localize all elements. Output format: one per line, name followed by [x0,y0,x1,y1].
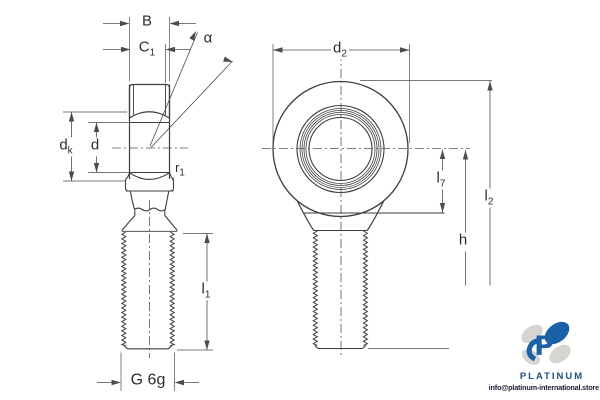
arrowhead [439,203,446,213]
label-d2: d2 [331,39,349,60]
arrowhead [174,379,184,386]
thread-edges-left-view [120,231,176,346]
platinum-logo-icon: P [521,321,571,365]
arrowhead [93,122,100,132]
label-d: d [88,137,102,157]
label-l7: l7 [434,169,448,190]
arrowhead [120,20,130,27]
dimension-arrows [68,20,493,386]
label-l1: l1 [199,280,213,301]
label-l2: l2 [482,187,496,208]
arrowhead [68,112,75,122]
arrowhead [204,340,210,350]
label-C1: C1 [136,38,158,59]
label-dk: dk [57,136,75,157]
arrowhead [204,233,210,243]
arrowhead [93,163,100,173]
extension-lines [63,17,492,391]
alpha-angle-lines [149,32,233,148]
dimension-lines [71,23,491,383]
arrowhead [169,20,179,27]
arrowhead [439,149,446,159]
arrowhead [121,46,131,53]
label-B: B [139,13,155,33]
label-G6g: G 6g [128,372,168,392]
svg-text:P: P [534,331,554,362]
arrowhead [223,56,233,62]
arrowhead [111,379,121,386]
left-view-side-section [120,83,178,350]
arrowhead [189,31,196,41]
arrowhead [165,46,175,53]
right-view-front [272,80,445,350]
centerlines [112,52,470,358]
label-r1: r1 [174,160,186,179]
thread-edges-right-view [312,230,369,346]
watermark-email: info@platinum-international.store [488,383,600,392]
arrowhead [462,150,469,160]
arrowhead [487,81,493,91]
watermark-brand: PLATINUM [519,371,585,382]
arrowhead [273,47,283,53]
label-alpha: α [201,30,215,50]
arrowhead [68,171,75,181]
label-h: h [456,232,470,252]
arrowhead [400,47,410,53]
